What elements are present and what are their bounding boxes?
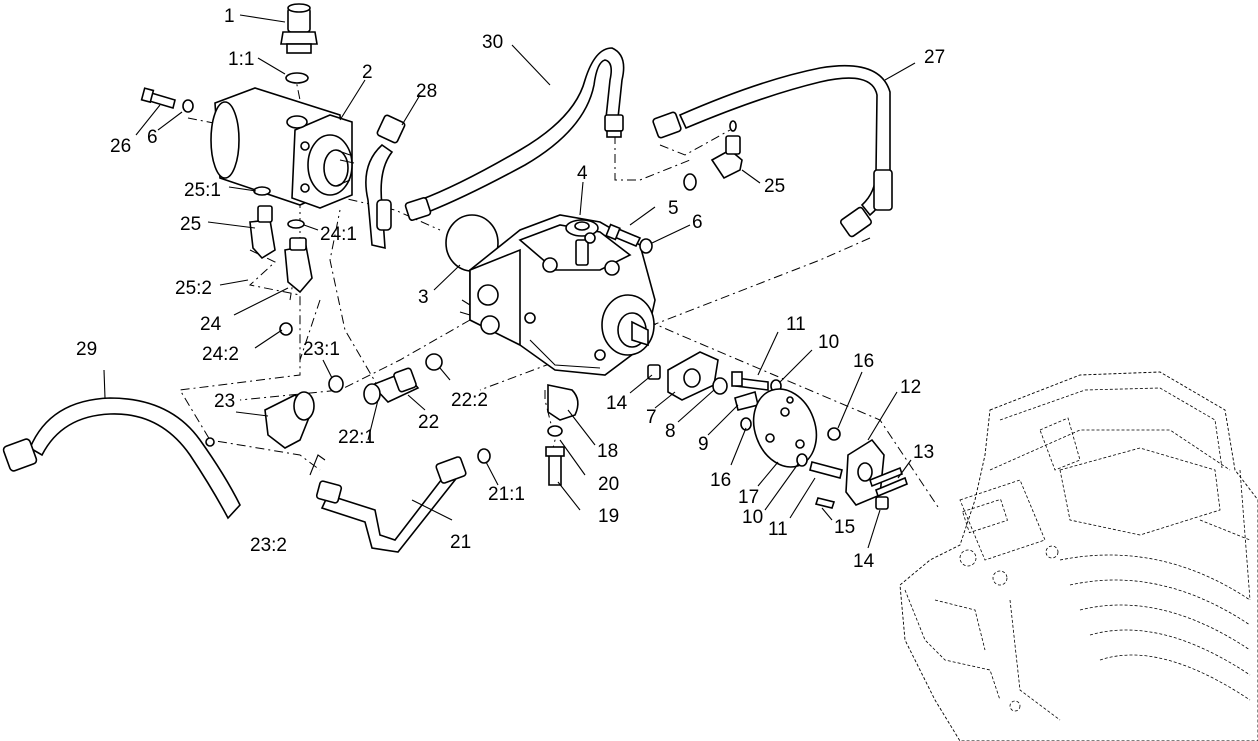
- label-24-1: 24:1: [320, 224, 357, 245]
- label-14-lower: 14: [853, 551, 875, 572]
- label-1: 1: [224, 6, 235, 27]
- assembly-center-lines: [179, 74, 941, 511]
- top-fitting: [280, 3, 318, 84]
- hose-30: [404, 47, 625, 221]
- label-10-upper: 10: [818, 332, 839, 353]
- hose-29: [2, 397, 241, 520]
- label-27: 27: [924, 47, 945, 68]
- label-2: 2: [362, 62, 373, 83]
- label-25-2: 25:2: [175, 278, 212, 299]
- label-19: 19: [598, 506, 619, 527]
- label-12: 12: [900, 377, 921, 398]
- label-6-left: 6: [147, 127, 158, 148]
- label-24-2: 24:2: [202, 344, 239, 365]
- elbow-fitting-right: [683, 120, 743, 191]
- label-11-lower: 11: [768, 519, 788, 540]
- label-7: 7: [646, 407, 657, 428]
- label-28: 28: [416, 81, 437, 102]
- label-21-1: 21:1: [488, 484, 525, 505]
- gear-pump: [210, 87, 355, 209]
- label-29: 29: [76, 339, 97, 360]
- bolt-5-washer-6: [605, 223, 653, 254]
- label-21: 21: [450, 532, 471, 553]
- short-hose: [365, 114, 406, 250]
- callout-labels: 1 1:1 2 3 4 5 6 6 7 8 9 10 10 11 11 12 1…: [76, 6, 945, 572]
- fitting-22: [363, 353, 443, 405]
- label-15: 15: [834, 517, 855, 538]
- label-25-left: 25: [180, 214, 201, 235]
- label-23-2: 23:2: [250, 535, 287, 556]
- label-13: 13: [913, 442, 934, 463]
- label-3: 3: [418, 287, 429, 308]
- coupling-assembly: [647, 351, 908, 510]
- label-22-1: 22:1: [338, 427, 375, 448]
- label-1-1: 1:1: [228, 49, 254, 70]
- label-26: 26: [110, 136, 131, 157]
- label-6-right: 6: [692, 212, 703, 233]
- label-16-upper: 16: [853, 351, 874, 372]
- elbow-fitting-23: [264, 375, 344, 449]
- label-20: 20: [598, 474, 619, 495]
- tube-21: [315, 448, 491, 553]
- label-8: 8: [665, 421, 676, 442]
- label-25-right: 25: [764, 176, 785, 197]
- clamp-and-bolt: [545, 384, 579, 486]
- bolt-and-washer-left: [140, 87, 194, 113]
- leader-lines: [103, 14, 916, 549]
- label-23-1: 23:1: [303, 339, 340, 360]
- label-18: 18: [597, 441, 618, 462]
- engine-outline: [899, 371, 1258, 741]
- label-24: 24: [200, 314, 222, 335]
- label-4: 4: [577, 163, 588, 184]
- label-25-1: 25:1: [184, 180, 221, 201]
- label-22: 22: [418, 412, 439, 433]
- label-9: 9: [698, 434, 709, 455]
- hydrostatic-pump: [459, 214, 656, 376]
- label-14-upper: 14: [606, 393, 628, 414]
- left-fittings: [249, 186, 313, 336]
- label-22-2: 22:2: [451, 390, 488, 411]
- label-10-lower: 10: [742, 507, 763, 528]
- label-30: 30: [482, 32, 503, 53]
- label-23: 23: [214, 391, 235, 412]
- label-16-lower: 16: [710, 470, 731, 491]
- label-17: 17: [738, 487, 759, 508]
- label-11-upper: 11: [786, 314, 806, 335]
- hose-27: [652, 64, 893, 238]
- label-5: 5: [668, 198, 679, 219]
